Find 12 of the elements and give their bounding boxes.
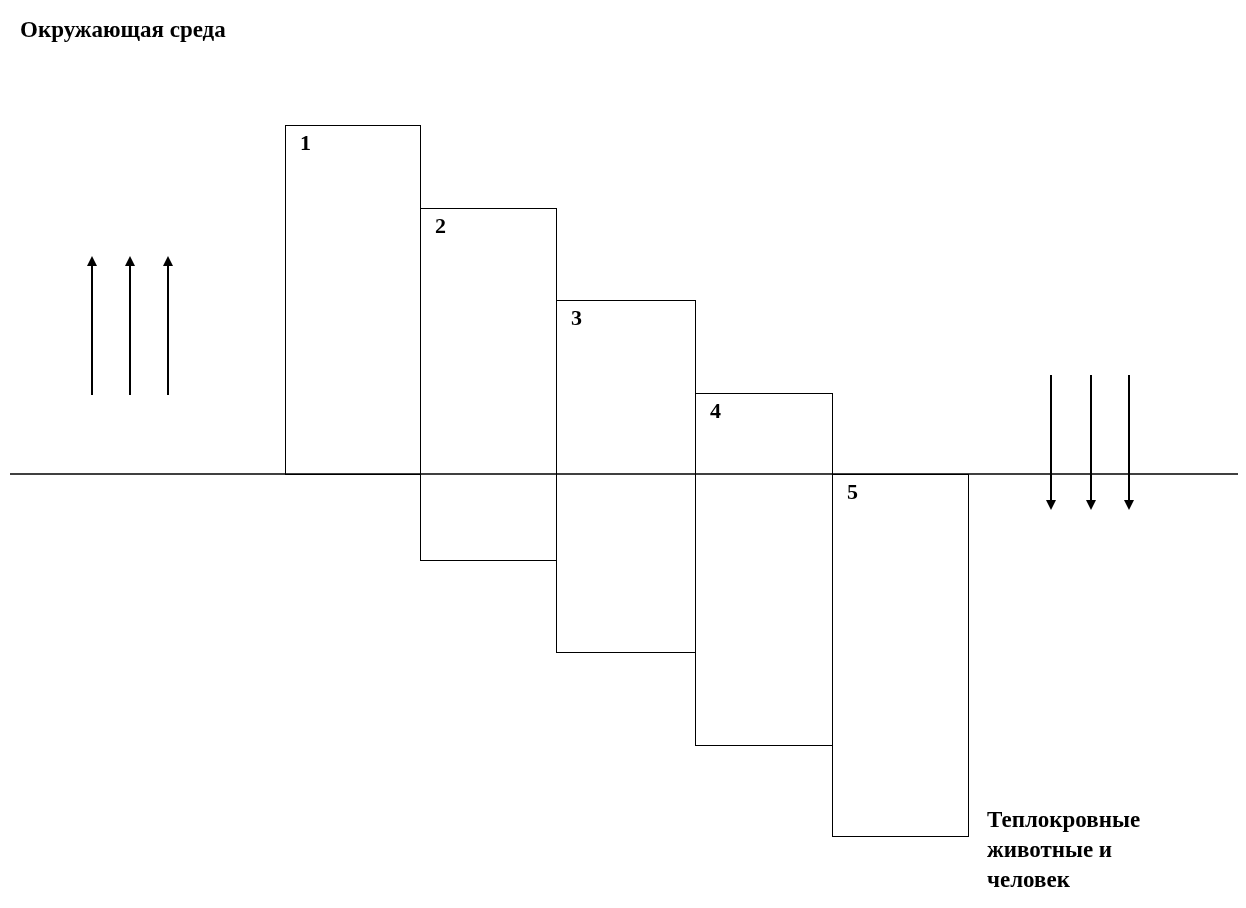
step-number: 3 bbox=[571, 307, 582, 329]
region-label: Теплокровные животные и человек bbox=[987, 806, 1142, 894]
region-label: Окружающая среда bbox=[20, 16, 227, 44]
step-number: 4 bbox=[710, 400, 721, 422]
step-box bbox=[832, 474, 969, 837]
step-box bbox=[285, 125, 421, 475]
step-number: 5 bbox=[847, 481, 858, 503]
step-box bbox=[420, 208, 557, 561]
step-box bbox=[556, 300, 696, 653]
step-number: 2 bbox=[435, 215, 446, 237]
step-number: 1 bbox=[300, 132, 311, 154]
step-box bbox=[695, 393, 833, 746]
